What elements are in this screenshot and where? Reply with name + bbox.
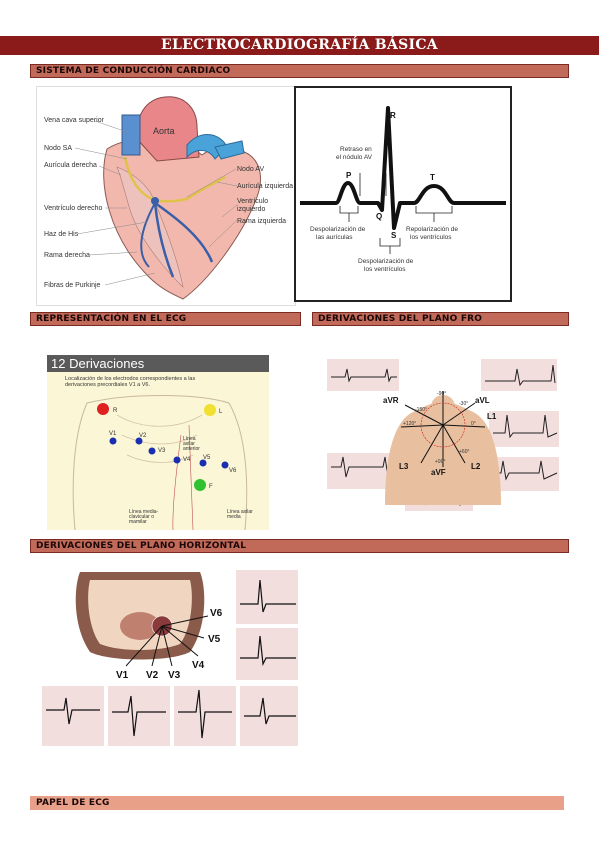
electrode-label-v2: V2 xyxy=(139,433,147,439)
frontal-plane-panel: aVR aVL L1 L2 L3 aVF -30° 0° +90° +60° +… xyxy=(325,355,561,513)
line-axilar-2: media xyxy=(227,514,241,520)
electrode-l xyxy=(204,404,216,416)
label-nodo-sa: Nodo SA xyxy=(44,145,72,152)
electrode-label-f: F xyxy=(209,484,213,490)
deg-m90: -90° xyxy=(437,391,446,397)
label-ventriculo-derecho: Ventrículo derecho xyxy=(44,205,102,212)
label-repol-1: Repolarización de xyxy=(406,226,458,233)
lead-v3: V3 xyxy=(168,670,181,681)
lead-v1: V1 xyxy=(116,670,129,681)
electrode-label-r: R xyxy=(113,408,118,414)
label-desp-aur-1: Despolarización de xyxy=(310,226,366,233)
lead-avl: aVL xyxy=(475,396,490,405)
lead-v5: V5 xyxy=(208,634,221,645)
ecg-wave-diagram: R P Q S T Retraso en el nódulo AV Despol… xyxy=(294,86,512,302)
electrode-label-v1: V1 xyxy=(109,431,117,437)
section-header-representation: REPRESENTACIÓN EN EL ECG xyxy=(30,312,301,326)
deg-m30: -30° xyxy=(459,401,468,407)
lead-l3: L3 xyxy=(399,462,409,471)
electrode-label-v4: V4 xyxy=(183,457,191,463)
label-nodo-av: Nodo AV xyxy=(237,166,264,173)
section-header-frontal: DERIVACIONES DEL PLANO FRO xyxy=(312,312,569,326)
ecg-trace xyxy=(300,106,506,230)
line-mid-3: mamilar xyxy=(129,519,147,525)
deg-p60: +60° xyxy=(459,449,469,455)
wave-s: S xyxy=(391,231,397,240)
lead-v6: V6 xyxy=(210,608,223,619)
label-auricula-derecha: Aurícula derecha xyxy=(44,162,97,169)
line-anterior-3: anterior xyxy=(183,446,200,452)
derivaciones-chest-panel: 12 Derivaciones Localización de los elec… xyxy=(47,355,269,530)
label-retraso-1: Retraso en xyxy=(340,146,372,153)
lead-l1: L1 xyxy=(487,412,497,421)
label-ventriculo-izq-1: Ventrículo xyxy=(237,198,268,205)
line-anterior-1: Línea xyxy=(183,436,196,442)
deg-p120: +120° xyxy=(403,421,416,427)
label-ventriculo-izq-2: izquierdo xyxy=(237,206,266,213)
lead-avr: aVR xyxy=(383,396,399,405)
derivaciones-heading: 12 Derivaciones xyxy=(51,356,145,371)
wave-p: P xyxy=(346,171,352,180)
line-axilar-1: Línea axilar xyxy=(227,509,253,515)
lead-v2: V2 xyxy=(146,670,159,681)
label-repol-2: los ventrículos xyxy=(410,234,452,241)
horizontal-plane-panel: V1 V2 V3 V4 V5 V6 xyxy=(40,566,302,766)
label-retraso-2: el nódulo AV xyxy=(336,154,373,161)
wave-q: Q xyxy=(376,212,382,221)
electrode-label-v3: V3 xyxy=(158,448,166,454)
line-anterior-2: axilar xyxy=(183,441,195,447)
lead-v4: V4 xyxy=(192,660,205,671)
deg-0: 0° xyxy=(471,421,476,427)
document-title: ELECTROCARDIOGRAFÍA BÁSICA xyxy=(0,36,599,55)
vena-cava-shape xyxy=(121,114,141,156)
section-header-conduction: SISTEMA DE CONDUCCIÓN CARDIACO xyxy=(30,64,569,78)
electrode-label-v5: V5 xyxy=(203,455,211,461)
electrode-v2 xyxy=(135,437,143,445)
lead-l2: L2 xyxy=(471,462,481,471)
label-rama-izquierda: Rama izquierda xyxy=(237,218,286,225)
label-desp-ven-1: Despolarización de xyxy=(358,258,414,265)
deg-m150: -150° xyxy=(415,407,427,413)
label-vena-cava: Vena cava superior xyxy=(44,117,105,124)
wave-r: R xyxy=(390,111,396,120)
electrode-v4 xyxy=(173,456,181,464)
label-purkinje: Fibras de Purkinje xyxy=(44,282,101,289)
wave-t: T xyxy=(430,173,435,182)
section-header-paper: PAPEL DE ECG xyxy=(30,796,564,810)
electrode-v1 xyxy=(109,437,117,445)
lead-avf: aVF xyxy=(431,468,446,477)
label-aorta: Aorta xyxy=(153,126,175,136)
electrode-v3 xyxy=(148,447,156,455)
label-desp-aur-2: las aurículas xyxy=(316,234,353,241)
line-mid-1: Línea media- xyxy=(129,509,159,515)
label-auricula-izquierda: Aurícula izquierda xyxy=(237,183,293,190)
electrode-v6 xyxy=(221,461,229,469)
label-desp-ven-2: los ventrículos xyxy=(364,266,406,273)
derivaciones-subtitle-1: Localización de los electrodos correspon… xyxy=(65,376,195,382)
electrode-r xyxy=(97,403,109,415)
section-header-horizontal: DERIVACIONES DEL PLANO HORIZONTAL xyxy=(30,539,569,553)
electrode-label-l: L xyxy=(219,409,223,415)
label-rama-derecha: Rama derecha xyxy=(44,252,90,259)
derivaciones-subtitle-2: derivaciones precordiales V1 a V6. xyxy=(65,382,150,388)
electrode-label-v6: V6 xyxy=(229,468,237,474)
electrode-f xyxy=(194,479,206,491)
line-mid-2: clavicular o xyxy=(129,514,154,520)
deg-p90: +90° xyxy=(435,459,445,465)
heart-conduction-diagram: Vena cava superior Aorta Nodo SA Aurícul… xyxy=(36,86,296,306)
label-haz-his: Haz de His xyxy=(44,231,79,238)
electrode-v5 xyxy=(199,459,207,467)
